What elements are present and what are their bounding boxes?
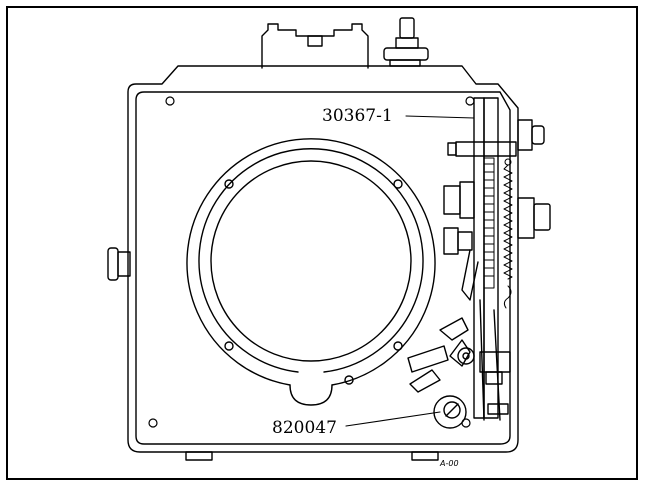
outer-housing bbox=[127, 65, 519, 453]
gear-blocks bbox=[443, 181, 475, 255]
latch bbox=[407, 317, 475, 393]
corner-reference-mark: A-00 bbox=[439, 459, 459, 468]
adjustment-screw bbox=[433, 395, 467, 429]
tension-spring bbox=[503, 158, 513, 309]
right-knob-top bbox=[517, 119, 545, 151]
corner-screw-holes bbox=[148, 96, 475, 428]
callout-label-top: 30367-1 bbox=[322, 106, 393, 126]
callout-label-bottom: 820047 bbox=[272, 418, 337, 438]
top-knob bbox=[383, 17, 429, 67]
bottom-foot-left bbox=[185, 451, 213, 461]
leader-lines bbox=[345, 115, 475, 427]
bottom-foot-right bbox=[411, 451, 439, 461]
rack-gear bbox=[483, 157, 495, 289]
mounting-ring bbox=[186, 138, 436, 406]
figure-frame bbox=[6, 6, 638, 480]
lever-linkage bbox=[461, 249, 511, 421]
top-connector bbox=[261, 23, 369, 69]
inner-plate bbox=[135, 91, 511, 445]
left-knob bbox=[107, 247, 131, 281]
right-knob-middle bbox=[517, 197, 551, 239]
